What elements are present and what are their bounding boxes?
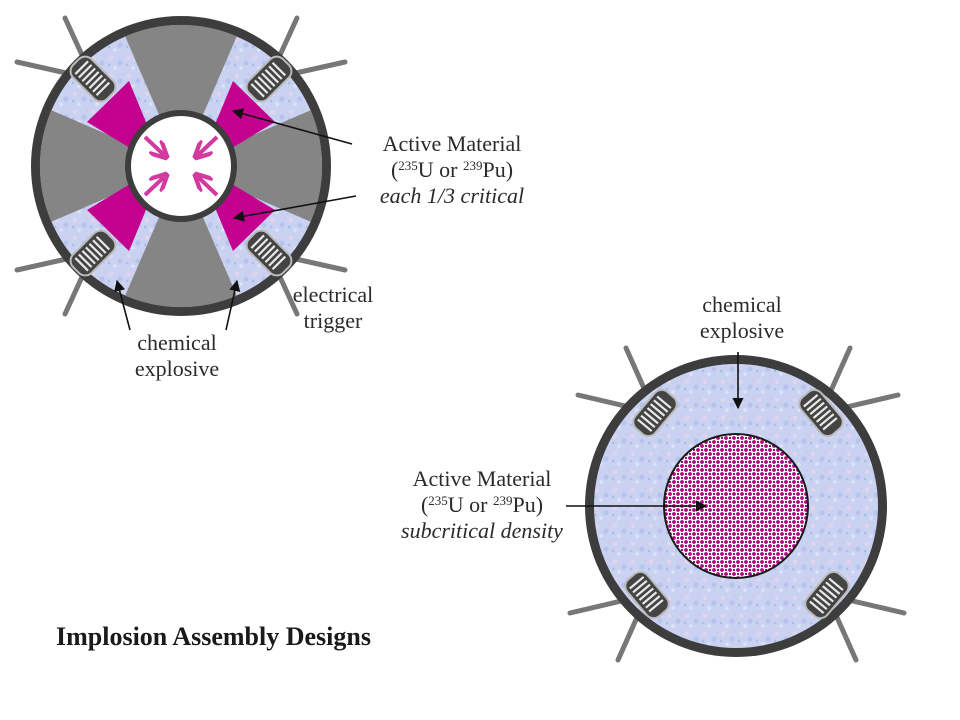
leader-active-bottom xyxy=(232,195,357,222)
isotope-mass: 239 xyxy=(492,493,513,508)
isotope-symbol: U or xyxy=(417,157,463,182)
label-line: Active Material xyxy=(412,466,552,491)
label-line: explosive xyxy=(134,356,220,381)
chemical-explosive-label-right: chemical explosive xyxy=(672,292,812,344)
arrow-tr xyxy=(198,135,219,155)
leader-explosive-a xyxy=(114,279,131,331)
label-line: Active Material xyxy=(382,131,522,156)
isotope-symbol: Pu) xyxy=(512,492,544,517)
label-line: explosive xyxy=(699,318,785,343)
paren-open: ( xyxy=(420,492,429,517)
arrow-br xyxy=(198,177,219,197)
label-note: subcritical density xyxy=(401,518,563,543)
right-leader-lines xyxy=(566,352,744,512)
figure-title: Implosion Assembly Designs xyxy=(56,622,371,651)
right-assembly xyxy=(566,345,907,663)
leader-explosive-b xyxy=(225,279,241,331)
electrical-trigger-label: electrical trigger xyxy=(268,282,398,334)
isotope-mass: 235 xyxy=(398,158,418,173)
left-leader-lines xyxy=(114,108,357,331)
left-assembly xyxy=(14,15,357,331)
label-line: trigger xyxy=(303,308,363,333)
paren-open: ( xyxy=(390,157,399,182)
detonator-icon xyxy=(69,55,117,103)
left-core-ring xyxy=(125,110,237,222)
active-material-label-left: Active Material (235U or 239Pu) each 1/3… xyxy=(352,131,552,209)
isotope-symbol: U or xyxy=(447,492,493,517)
detonator-icon xyxy=(245,55,293,103)
label-line: chemical xyxy=(137,330,217,355)
detonator-icon xyxy=(69,229,117,277)
label-line: chemical xyxy=(702,292,782,317)
left-implosion-arrows xyxy=(143,135,219,197)
isotope-mass: 239 xyxy=(462,158,483,173)
detonator-icon xyxy=(245,229,293,277)
left-detonators xyxy=(69,55,293,277)
detonator-icon xyxy=(624,570,670,620)
label-line: electrical xyxy=(292,282,374,307)
isotope-symbol: Pu) xyxy=(482,157,514,182)
detonator-icon xyxy=(804,570,850,620)
label-isotopes: (235U or 239Pu) xyxy=(352,157,552,183)
detonator-icon xyxy=(632,388,678,438)
arrow-bl xyxy=(143,177,164,197)
detonator-icon xyxy=(798,388,844,438)
right-detonators xyxy=(624,388,850,620)
leader-active-top xyxy=(231,108,353,145)
chemical-explosive-label-left: chemical explosive xyxy=(112,330,242,382)
active-material-label-right: Active Material (235U or 239Pu) subcriti… xyxy=(372,466,592,544)
arrow-tl xyxy=(143,135,164,155)
label-note: each 1/3 critical xyxy=(379,183,525,208)
left-tamper xyxy=(39,24,323,308)
label-isotopes: (235U or 239Pu) xyxy=(372,492,592,518)
isotope-mass: 235 xyxy=(428,493,448,508)
